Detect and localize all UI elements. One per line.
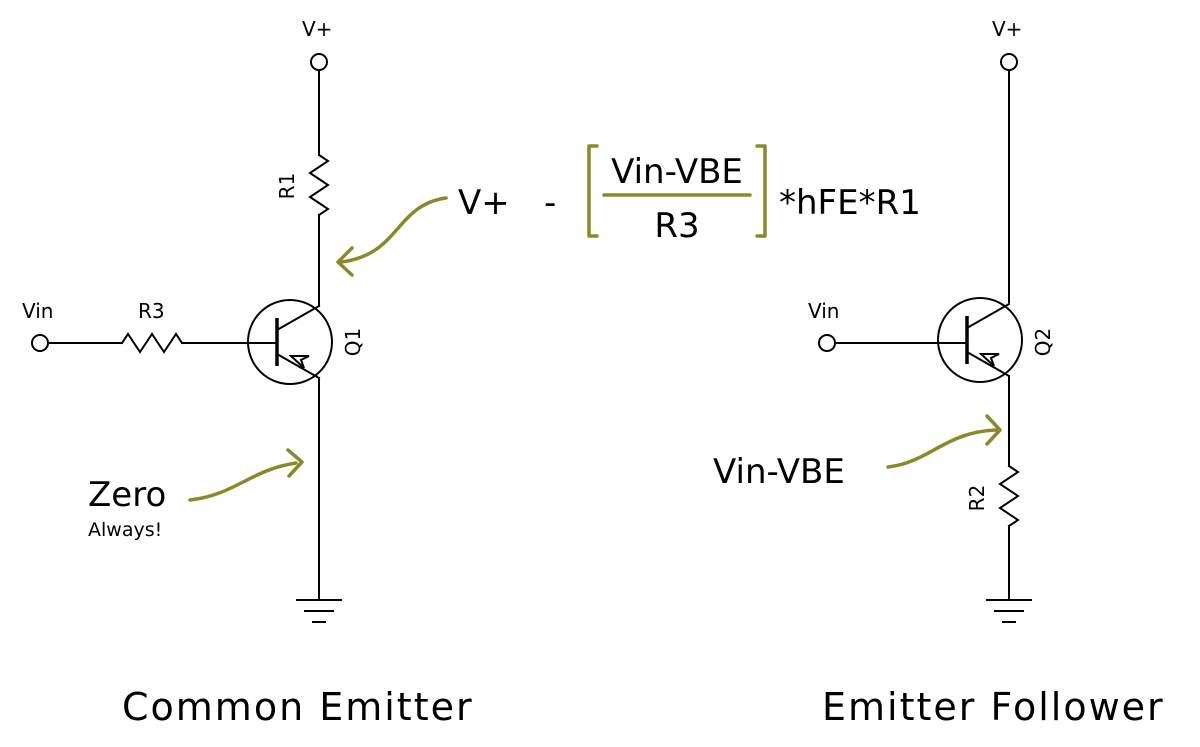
formula-left-bracket: [587, 144, 599, 238]
formula-lead: V+: [458, 183, 510, 223]
ef-emitter-note: Vin-VBE: [713, 452, 845, 492]
ef-ground-symbol: [986, 599, 1032, 623]
ef-transistor-q2: [937, 297, 1023, 383]
ce-title: Common Emitter: [122, 685, 474, 729]
formula-minus: -: [544, 183, 556, 223]
ef-input-label: Vin: [808, 299, 839, 323]
formula-right-bracket: [755, 144, 767, 238]
formula-denominator: R3: [654, 206, 699, 246]
ef-title: Emitter Follower: [822, 685, 1165, 729]
emitter-follower-circuit: V+ Q2 Vin R2 Vin-VBE Emitter Follo: [713, 17, 1165, 729]
ef-input-terminal: [818, 334, 836, 352]
ef-supply-label: V+: [992, 17, 1022, 41]
collector-voltage-formula: V+ - Vin-VBE R3 *hFE*R1: [336, 144, 921, 277]
ce-supply-label: V+: [302, 17, 332, 41]
ef-supply-terminal: [1000, 53, 1018, 71]
ce-r3-label: R3: [138, 299, 165, 323]
formula-arrow-head: [336, 246, 354, 277]
formula-numerator: Vin-VBE: [611, 152, 743, 192]
ce-resistor-r3: [120, 332, 184, 354]
common-emitter-circuit: V+ R1 Q1 Vin R3 Zero: [22, 17, 474, 729]
ce-supply-terminal: [310, 53, 328, 71]
ce-ground-symbol: [296, 599, 342, 623]
formula-arrow: [339, 196, 448, 264]
ce-input-label: Vin: [22, 299, 53, 323]
ce-zero-note: Zero: [88, 475, 166, 515]
ce-input-terminal: [31, 334, 49, 352]
ce-zero-arrow-head: [286, 448, 304, 478]
ce-zero-subnote: Always!: [88, 519, 162, 541]
ef-resistor-r2: [998, 464, 1020, 528]
formula-tail: *hFE*R1: [779, 183, 921, 223]
ef-q2-label: Q2: [1031, 328, 1055, 356]
ce-q1-label: Q1: [341, 328, 365, 356]
ef-emitter-arrow-head: [985, 414, 1002, 446]
ce-r1-label: R1: [275, 173, 299, 200]
ef-r2-label: R2: [965, 485, 989, 512]
ce-zero-arrow: [188, 461, 298, 502]
ce-resistor-r1: [308, 153, 330, 217]
ef-emitter-arrow: [886, 428, 998, 469]
